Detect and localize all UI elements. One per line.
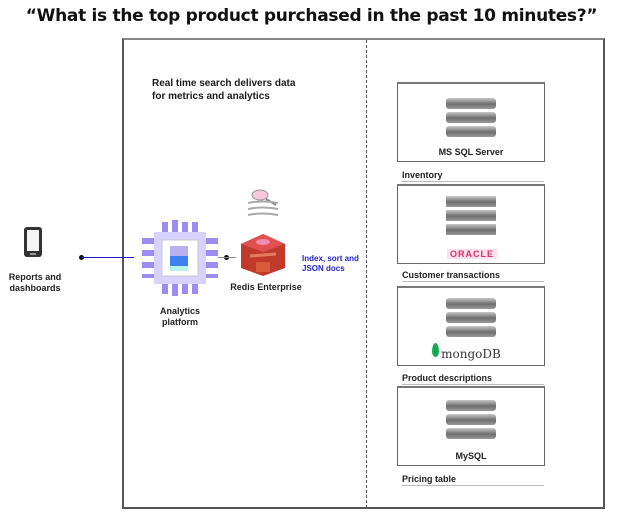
caption: Real time search delivers data for metri… xyxy=(152,77,295,103)
redis-cube-icon xyxy=(238,232,288,278)
database-name: ORACLE xyxy=(447,249,497,259)
processor-chip-icon xyxy=(140,220,220,296)
mongodb-leaf-icon xyxy=(432,343,439,357)
database-box-mysql: MySQL xyxy=(397,386,545,466)
database-name: mongoDB xyxy=(441,347,501,361)
database-caption: Product descriptions xyxy=(402,373,544,385)
database-caption: Customer transactions xyxy=(402,270,544,282)
database-name: MS SQL Server xyxy=(438,147,504,157)
analytics-label: Analytics platform xyxy=(150,306,210,328)
analytics-label-line-2: platform xyxy=(162,317,198,327)
redis-note: Index, sort and JSON docs xyxy=(302,254,359,274)
client-label-line-2: dashboards xyxy=(9,283,61,293)
database-box-mssql: MS SQL Server xyxy=(397,82,545,162)
caption-line-2: for metrics and analytics xyxy=(152,91,270,102)
database-box-oracle: ORACLE xyxy=(397,184,545,264)
client-analytics-connector xyxy=(82,257,134,258)
arrow-endpoint-client xyxy=(79,255,84,260)
analytics-label-line-1: Analytics xyxy=(159,306,201,316)
database-caption: Inventory xyxy=(402,170,544,182)
redis-label: Redis Enterprise xyxy=(230,282,302,292)
redis-note-line-2: JSON docs xyxy=(302,264,345,273)
search-stack-icon xyxy=(246,188,280,222)
database-box-mongodb: mongoDB xyxy=(397,286,545,366)
caption-line-1: Real time search delivers data xyxy=(152,78,296,89)
client-label: Reports and dashboards xyxy=(6,272,64,294)
client-label-line-1: Reports and xyxy=(8,272,62,282)
section-divider xyxy=(366,40,367,508)
database-caption: Pricing table xyxy=(402,474,544,486)
redis-note-line-1: Index, sort and xyxy=(302,254,359,263)
diagram-title: “What is the top product purchased in th… xyxy=(25,6,598,26)
database-name: MySQL xyxy=(455,451,487,461)
mobile-device-icon xyxy=(23,226,43,258)
analytics-redis-connector xyxy=(218,257,236,258)
architecture-frame xyxy=(122,38,605,509)
